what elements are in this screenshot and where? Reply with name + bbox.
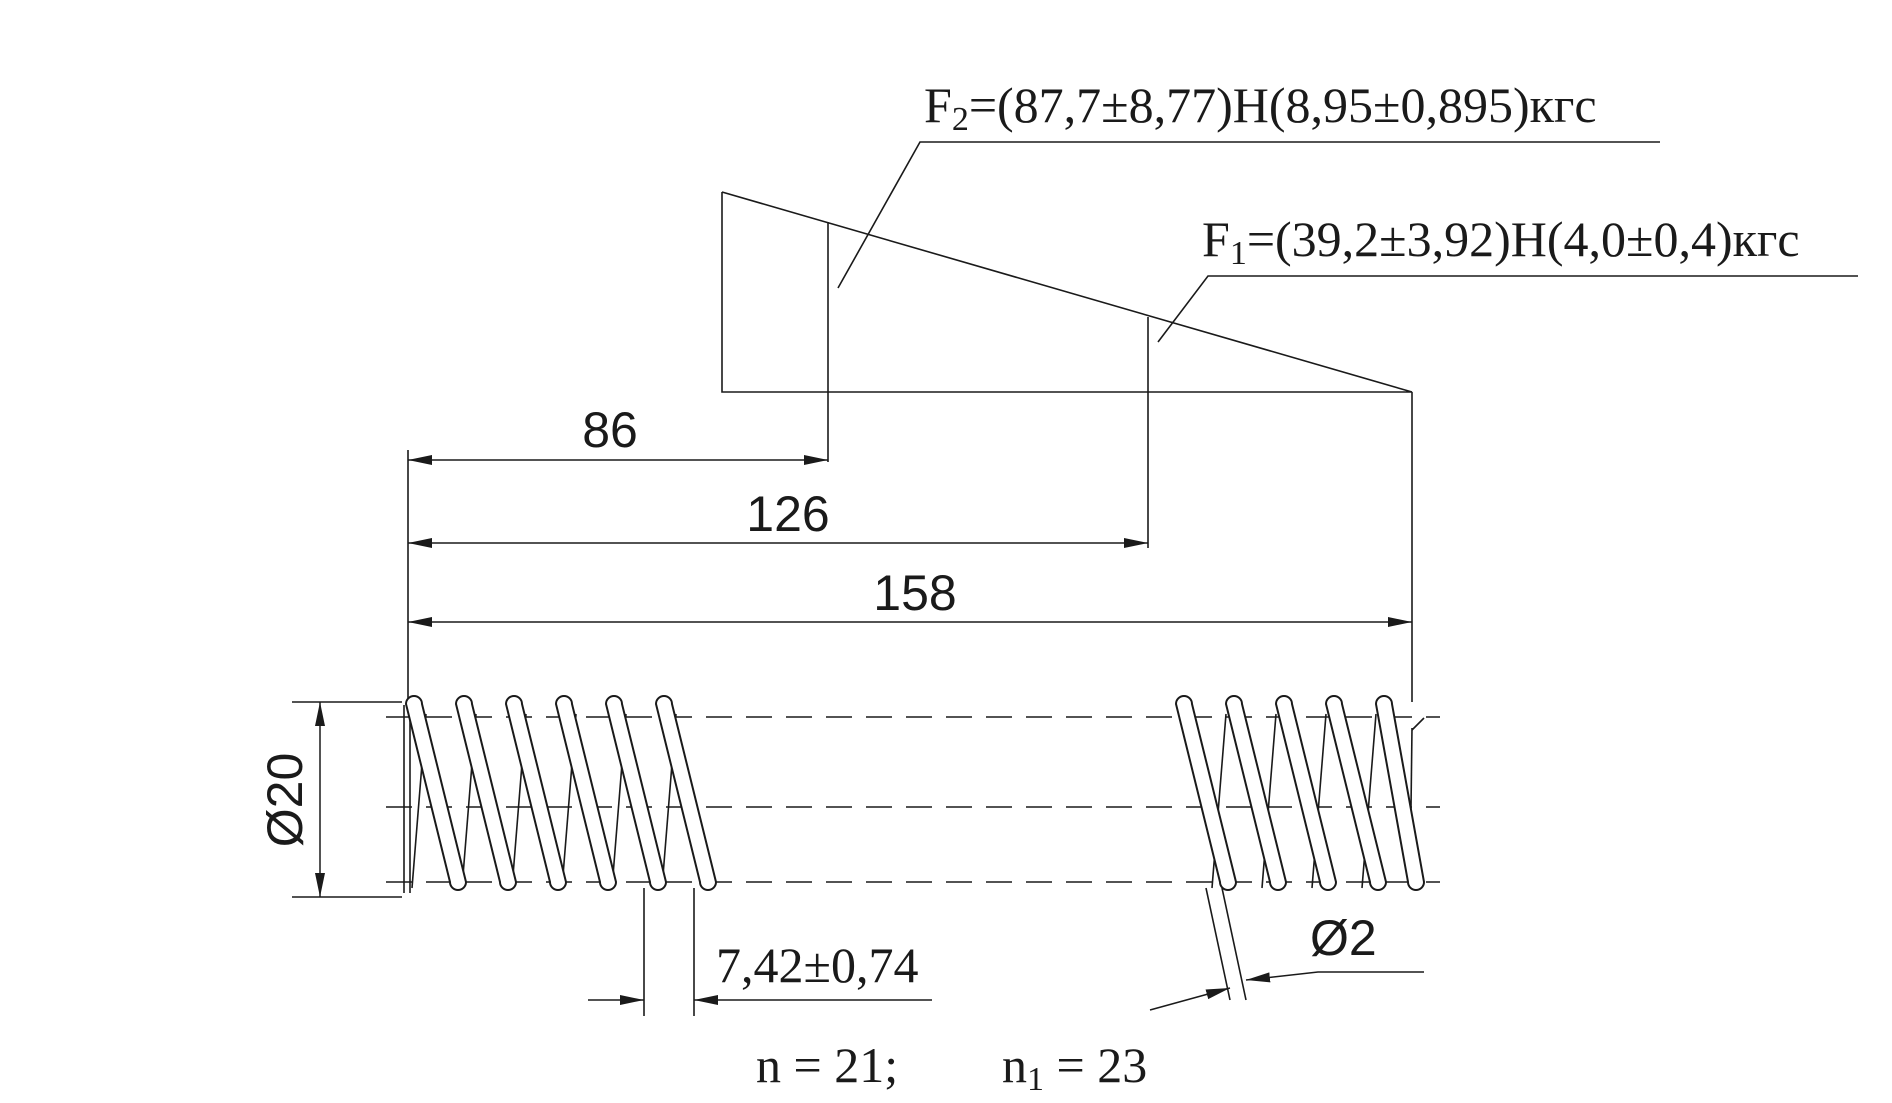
turns-note: n = 21; n1 = 23 [756,1037,1147,1098]
left-coil-group [404,695,718,891]
f2-label: F2=(87,7±8,77)Н(8,95±0,895)кгс [924,77,1597,138]
coil-turn [554,695,618,891]
right-end-tip [1411,717,1425,731]
coil-turn [1224,695,1288,891]
coil-turn [604,695,668,891]
svg-text:F2=(87,7±8,77)Н(8,95±0,895)кгс: F2=(87,7±8,77)Н(8,95±0,895)кгс [924,77,1597,138]
n1-value: = 23 [1044,1037,1147,1093]
pitch-label: 7,42±0,74 [716,937,918,993]
coil-turn [1274,695,1338,891]
coil-turn [1324,695,1388,891]
f2-subscript: 2 [952,101,969,138]
f1-symbol: F [1202,211,1230,267]
od-label: Ø20 [257,753,313,848]
spring-body [386,695,1440,893]
f1-value: =(39,2±3,92)Н(4,0±0,4)кгс [1247,211,1800,267]
wire-diameter-label: Ø2 [1310,910,1377,966]
pitch-dimension: 7,42±0,74 [588,888,932,1016]
n1-subscript: 1 [1027,1061,1044,1098]
wire-extension-right [1221,887,1247,1001]
right-coil-group [1174,695,1426,891]
f2-symbol: F [924,77,952,133]
svg-text:n1 = 23: n1 = 23 [1002,1037,1147,1098]
coil-turn [404,695,468,891]
length-dimensions: 86 126 158 [407,402,1412,702]
dim-86-label: 86 [582,402,638,458]
coil-turn [504,695,568,891]
f2-value: =(87,7±8,77)Н(8,95±0,895)кгс [969,77,1597,133]
coil-turn [1374,695,1426,891]
coil-turn [454,695,518,891]
f1-leader-line [1157,275,1858,343]
wire-arrow-right [1245,971,1424,983]
f1-label: F1=(39,2±3,92)Н(4,0±0,4)кгс [1202,211,1800,272]
dim-158-label: 158 [873,565,956,621]
dim-126-label: 126 [746,486,829,542]
force-diagram [721,141,1858,702]
svg-text:F1=(39,2±3,92)Н(4,0±0,4)кгс: F1=(39,2±3,92)Н(4,0±0,4)кгс [1202,211,1800,272]
outer-diameter-dimension: Ø20 [257,701,402,898]
wire-extension-left [1205,887,1231,1001]
n1-symbol: n [1002,1037,1027,1093]
n-label: n = 21; [756,1037,898,1093]
wire-diameter-dimension: Ø2 [1149,887,1424,1011]
coil-turn [1174,695,1238,891]
coil-turn [654,695,718,891]
wire-arrow-left [1149,987,1231,1011]
f1-subscript: 1 [1230,235,1247,272]
force-triangle [721,191,1413,393]
f2-leader-line [837,141,1660,289]
